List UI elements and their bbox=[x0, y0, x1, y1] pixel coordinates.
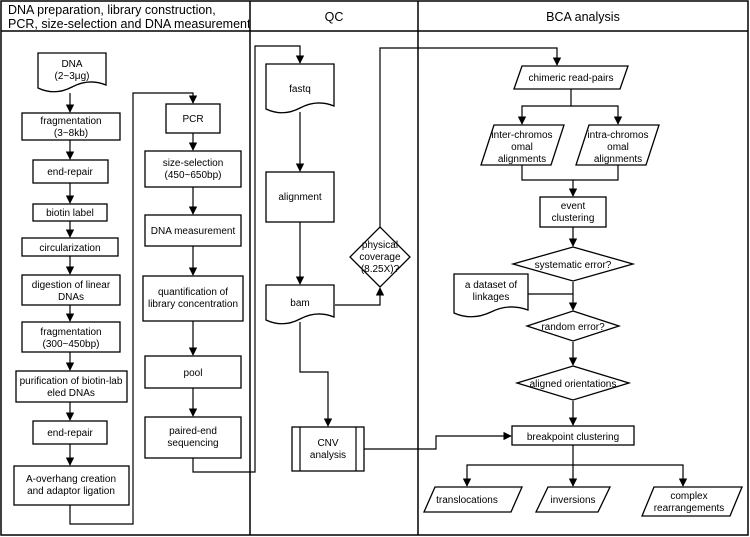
node-intra-line-2: omal bbox=[607, 142, 629, 153]
node-inter-line-3: alignments bbox=[498, 154, 546, 165]
node-end-repair-1: end-repair bbox=[32, 159, 109, 184]
node-breakpoint-label: breakpoint clustering bbox=[527, 432, 619, 443]
node-cnv: CNV analysis bbox=[291, 426, 365, 472]
node-paired-end-line-1: paired-end bbox=[169, 426, 217, 437]
node-systematic-error-label: systematic error? bbox=[535, 260, 612, 271]
node-intra-line-3: alignments bbox=[594, 154, 642, 165]
node-chimeric-label: chimeric read-pairs bbox=[528, 73, 613, 84]
node-end-repair-2-label: end-repair bbox=[47, 428, 93, 439]
node-inter: inter-chromos omal alignments bbox=[480, 124, 565, 166]
node-digestion-line-1: digestion of linear bbox=[32, 280, 111, 291]
node-fastq-label: fastq bbox=[289, 84, 311, 95]
node-a-overhang: A-overhang creation and adaptor ligation bbox=[13, 465, 130, 506]
node-complex-line-1: complex bbox=[670, 491, 707, 502]
node-dna-measurement: DNA measurement bbox=[144, 214, 242, 247]
node-dna: DNA (2~3μg) bbox=[37, 52, 107, 93]
node-biotin-label: biotin label bbox=[32, 203, 108, 222]
node-physical-coverage-line-3: (8.25X)? bbox=[361, 264, 400, 275]
node-translocations: translocations bbox=[423, 486, 523, 513]
node-cnv-line-2: analysis bbox=[310, 450, 346, 461]
node-fastq: fastq bbox=[265, 63, 335, 114]
node-purification: purification of biotin-lab eled DNAs bbox=[15, 370, 128, 403]
node-inter-line-2: omal bbox=[511, 142, 533, 153]
node-size-selection-line-1: size-selection bbox=[163, 158, 224, 169]
node-circularization: circularization bbox=[21, 237, 119, 257]
node-dna-line-2: (2~3μg) bbox=[55, 71, 90, 82]
node-translocations-label: translocations bbox=[436, 495, 498, 506]
node-inversions: inversions bbox=[534, 486, 612, 513]
node-paired-end-line-2: sequencing bbox=[167, 438, 218, 449]
node-bam: bam bbox=[265, 284, 335, 325]
node-aligned-orientations-label: aligned orientations bbox=[530, 379, 617, 390]
node-pool-label: pool bbox=[184, 368, 203, 379]
node-a-overhang-line-2: and adaptor ligation bbox=[27, 486, 115, 497]
node-physical-coverage: physical coverage (8.25X)? bbox=[349, 226, 411, 288]
node-systematic-error: systematic error? bbox=[510, 246, 636, 282]
node-dna-line-1: DNA bbox=[61, 59, 82, 70]
node-complex: complex rearrangements bbox=[641, 486, 743, 517]
node-size-selection-line-2: (450~650bp) bbox=[165, 170, 222, 181]
node-random-error-label: random error? bbox=[541, 322, 605, 333]
node-physical-coverage-line-2: coverage bbox=[359, 252, 401, 263]
node-inter-line-1: inter-chromos bbox=[491, 130, 552, 141]
prep-section-title-line-1: DNA preparation, library construction, bbox=[8, 3, 216, 17]
node-breakpoint: breakpoint clustering bbox=[511, 425, 635, 446]
node-digestion-line-2: DNAs bbox=[58, 292, 84, 303]
node-inversions-label: inversions bbox=[550, 495, 595, 506]
node-dna-measurement-label: DNA measurement bbox=[151, 226, 236, 237]
node-a-overhang-line-1: A-overhang creation bbox=[26, 474, 116, 485]
node-biotin-label-label: biotin label bbox=[46, 208, 94, 219]
node-fragmentation-1-line-1: fragmentation bbox=[40, 116, 101, 127]
node-random-error: random error? bbox=[524, 310, 622, 342]
node-size-selection: size-selection (450~650bp) bbox=[144, 150, 242, 188]
node-purification-line-1: purification of biotin-lab bbox=[20, 376, 123, 387]
node-dataset-line-2: linkages bbox=[473, 292, 510, 303]
node-cnv-line-1: CNV bbox=[317, 438, 338, 449]
node-alignment-label: alignment bbox=[278, 192, 322, 203]
node-fragmentation-1-line-2: (3~8kb) bbox=[54, 128, 88, 139]
node-alignment: alignment bbox=[265, 171, 335, 223]
node-fragmentation-1: fragmentation (3~8kb) bbox=[21, 112, 121, 141]
node-paired-end: paired-end sequencing bbox=[144, 416, 242, 459]
node-fragmentation-2-line-2: (300~450bp) bbox=[43, 339, 100, 350]
prep-section-title-line-2: PCR, size-selection and DNA measurement bbox=[8, 17, 251, 31]
node-dataset-line-1: a dataset of bbox=[465, 280, 517, 291]
node-pool: pool bbox=[144, 355, 242, 389]
node-quantification: quantification of library concentration bbox=[142, 275, 244, 322]
node-dataset: a dataset of linkages bbox=[453, 273, 529, 318]
node-complex-line-2: rearrangements bbox=[654, 503, 725, 514]
node-chimeric: chimeric read-pairs bbox=[513, 65, 629, 90]
node-pcr-label: PCR bbox=[182, 114, 203, 125]
node-aligned-orientations: aligned orientations bbox=[514, 365, 632, 401]
node-quantification-line-2: library concentration bbox=[148, 299, 238, 310]
node-event-clustering-line-2: clustering bbox=[552, 213, 595, 224]
bca-section-title: BCA analysis bbox=[546, 10, 620, 24]
node-pcr: PCR bbox=[165, 103, 221, 134]
node-intra: intra-chromos omal alignments bbox=[575, 124, 660, 166]
node-physical-coverage-line-1: physical bbox=[362, 240, 398, 251]
node-bam-label: bam bbox=[290, 298, 309, 309]
node-event-clustering: event clustering bbox=[539, 196, 607, 228]
node-intra-line-1: intra-chromos bbox=[587, 130, 648, 141]
node-circularization-label: circularization bbox=[39, 243, 100, 254]
node-event-clustering-line-1: event bbox=[561, 201, 586, 212]
connectors bbox=[65, 45, 688, 525]
node-digestion: digestion of linear DNAs bbox=[21, 274, 121, 306]
node-end-repair-1-label: end-repair bbox=[47, 167, 93, 178]
node-quantification-line-1: quantification of bbox=[158, 287, 228, 298]
node-end-repair-2: end-repair bbox=[32, 420, 108, 445]
qc-section-title: QC bbox=[325, 10, 344, 24]
node-fragmentation-2: fragmentation (300~450bp) bbox=[21, 321, 121, 353]
node-fragmentation-2-line-1: fragmentation bbox=[40, 327, 101, 338]
node-purification-line-2: eled DNAs bbox=[47, 388, 95, 399]
